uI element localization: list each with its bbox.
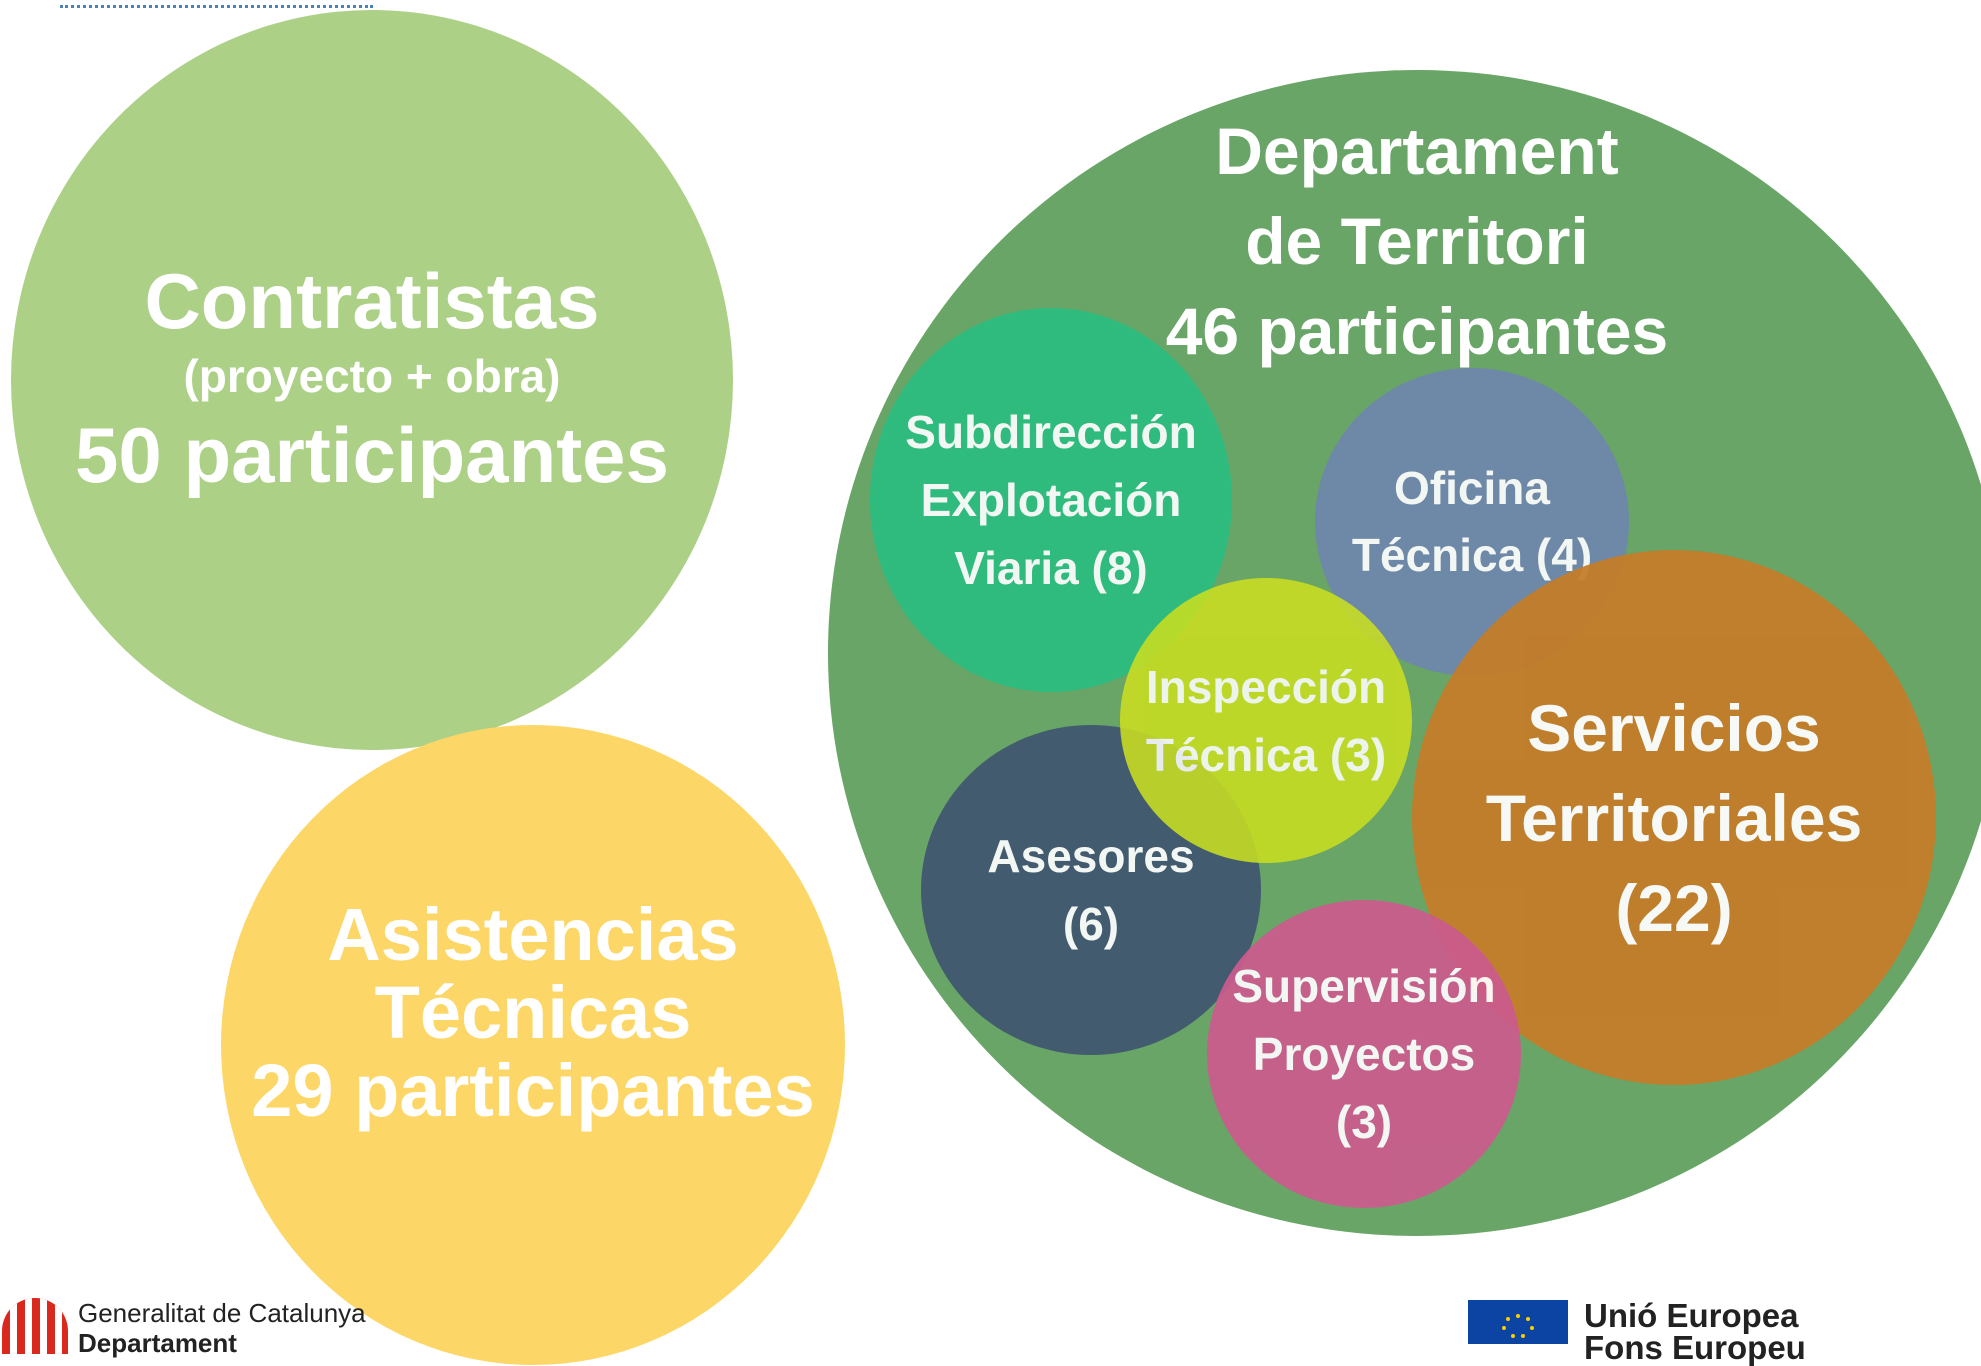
- catalan-flag-icon: [2, 1298, 68, 1354]
- supervision-line3: (3): [1335, 1096, 1393, 1148]
- asesores-line2: (6): [1062, 898, 1120, 950]
- generalitat-name: Generalitat de Catalunya: [78, 1298, 366, 1328]
- departament-title-line1: Departament: [1215, 114, 1619, 188]
- servicios-line2: Territoriales: [1485, 780, 1863, 855]
- generalitat-logo: Generalitat de Catalunya Departament: [2, 1298, 366, 1358]
- contratistas-title: Contratistas: [144, 257, 600, 345]
- subdireccion-line1: Subdirección: [905, 406, 1197, 458]
- contratistas-subtitle: (proyecto + obra): [183, 350, 561, 402]
- subdireccion-line3: Viaria (8): [954, 542, 1148, 594]
- bubble-asistencias-tecnicas: Asistencias Técnicas 29 participantes: [221, 725, 845, 1365]
- departament-count: 46 participantes: [1165, 294, 1669, 368]
- oficina-line1: Oficina: [1394, 462, 1550, 514]
- servicios-line1: Servicios: [1527, 690, 1821, 765]
- inspeccion-line2: Técnica (3): [1145, 728, 1387, 781]
- inspeccion-line1: Inspección: [1145, 660, 1387, 713]
- asistencias-title-line1: Asistencias: [327, 893, 739, 976]
- servicios-line3: (22): [1615, 870, 1733, 945]
- asesores-line1: Asesores: [987, 830, 1195, 882]
- eu-flag-icon: [1468, 1300, 1568, 1344]
- departament-title-line2: de Territori: [1245, 204, 1589, 278]
- bubble-inspeccion-tecnica: Inspección Técnica (3): [1120, 578, 1412, 863]
- subdireccion-line2: Explotación: [920, 474, 1182, 526]
- eu-name: Unió Europea: [1584, 1297, 1799, 1334]
- eu-logo: Unió Europea Fons Europeu: [1468, 1297, 1806, 1366]
- bubble-contratistas: Contratistas (proyecto + obra) 50 partic…: [11, 10, 733, 750]
- header-dotted-rule: [60, 5, 373, 8]
- supervision-line2: Proyectos: [1252, 1028, 1476, 1080]
- bubble-supervision-proyectos: Supervisión Proyectos (3): [1207, 900, 1521, 1208]
- oficina-line2: Técnica (4): [1351, 529, 1593, 581]
- bubble-asesores: Asesores (6): [921, 725, 1261, 1055]
- supervision-line1: Supervisión: [1232, 960, 1496, 1012]
- generalitat-department: Departament: [78, 1328, 237, 1358]
- contratistas-count: 50 participantes: [75, 411, 669, 499]
- eu-fund: Fons Europeu: [1584, 1329, 1806, 1366]
- asistencias-title-line2: Técnicas: [374, 971, 692, 1054]
- asistencias-count: 29 participantes: [251, 1049, 815, 1132]
